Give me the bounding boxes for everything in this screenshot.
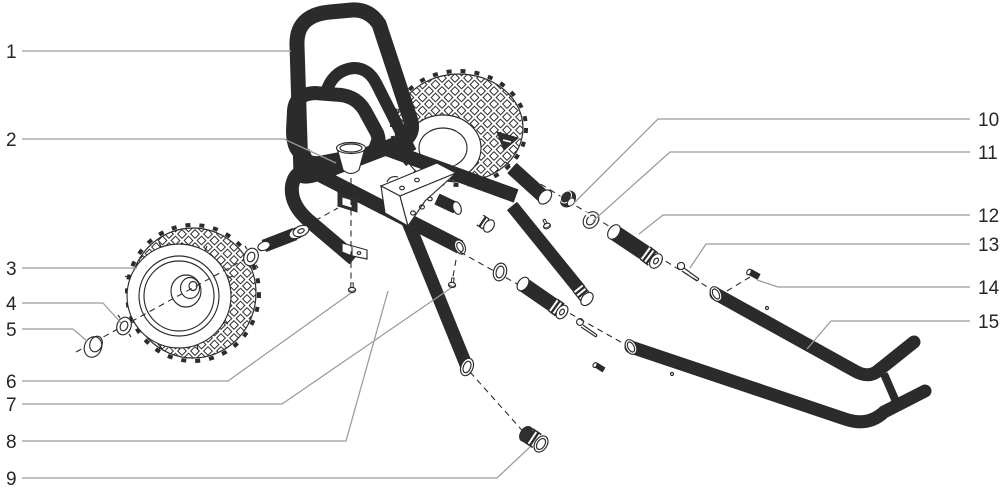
beam-plug — [476, 214, 495, 233]
callout-10: 10 — [573, 110, 999, 204]
stand-frame — [624, 286, 932, 429]
part-number-11: 11 — [978, 143, 998, 164]
callout-8: 8 — [6, 290, 389, 453]
part-number-8: 8 — [6, 432, 17, 453]
hub-cap — [83, 335, 103, 358]
thrust-washer — [582, 211, 600, 229]
lower-pin — [592, 362, 606, 373]
part-number-14: 14 — [978, 278, 1000, 299]
callout-12: 12 — [638, 206, 999, 235]
foot-cap — [519, 425, 549, 453]
callout-14: 14 — [756, 278, 1000, 299]
part-number-13: 13 — [978, 235, 999, 256]
frame-screw — [347, 282, 357, 294]
cotter-pin — [676, 261, 700, 282]
callout-3: 3 — [6, 259, 137, 280]
retaining-ring — [559, 190, 577, 208]
callout-2: 2 — [6, 130, 337, 164]
left-axle-spacer — [257, 224, 310, 253]
callout-5: 5 — [6, 320, 88, 342]
axle-screw — [540, 217, 552, 231]
part-number-2: 2 — [6, 130, 17, 151]
part-number-10: 10 — [978, 110, 999, 131]
callout-13: 13 — [689, 235, 999, 269]
part-number-9: 9 — [6, 469, 17, 489]
leader-line-14 — [756, 279, 970, 288]
left-wheel — [124, 223, 261, 363]
leader-line-11 — [592, 151, 970, 222]
lower-axle-spacer — [516, 276, 569, 320]
axle-pin — [746, 268, 761, 280]
leader-line-9 — [22, 446, 531, 479]
axle-spacer — [607, 224, 663, 269]
part-number-3: 3 — [6, 259, 17, 280]
part-number-4: 4 — [6, 294, 17, 315]
part-number-6: 6 — [6, 372, 17, 393]
leader-line-5 — [22, 328, 88, 342]
lock-washer-inner — [243, 245, 259, 269]
frame-clip — [337, 191, 358, 213]
mount-bracket — [379, 162, 458, 228]
leader-line-10 — [573, 118, 970, 204]
angle-bracket — [341, 242, 368, 260]
o-ring — [492, 262, 508, 282]
part-number-5: 5 — [6, 320, 17, 341]
leader-line-8 — [22, 290, 389, 442]
callout-1: 1 — [6, 42, 291, 63]
callout-6: 6 — [6, 292, 352, 393]
leader-line-13 — [689, 243, 970, 269]
lower-cotter-pin — [576, 318, 598, 338]
callout-7: 7 — [6, 287, 452, 416]
leader-line-15 — [806, 320, 970, 350]
cup-holder — [335, 141, 367, 175]
part-number-1: 1 — [6, 42, 17, 63]
callout-15: 15 — [806, 312, 999, 350]
callout-11: 11 — [592, 143, 998, 222]
leader-line-4 — [22, 302, 122, 324]
leader-line-7 — [22, 287, 452, 405]
leg-screw — [447, 277, 458, 289]
callout-9: 9 — [6, 446, 531, 489]
leader-line-12 — [638, 214, 970, 235]
leader-line-6 — [22, 292, 352, 382]
part-number-15: 15 — [978, 312, 999, 333]
part-number-12: 12 — [978, 206, 999, 227]
callout-4: 4 — [6, 294, 122, 324]
part-number-7: 7 — [6, 395, 17, 416]
leader-line-2 — [22, 138, 337, 164]
